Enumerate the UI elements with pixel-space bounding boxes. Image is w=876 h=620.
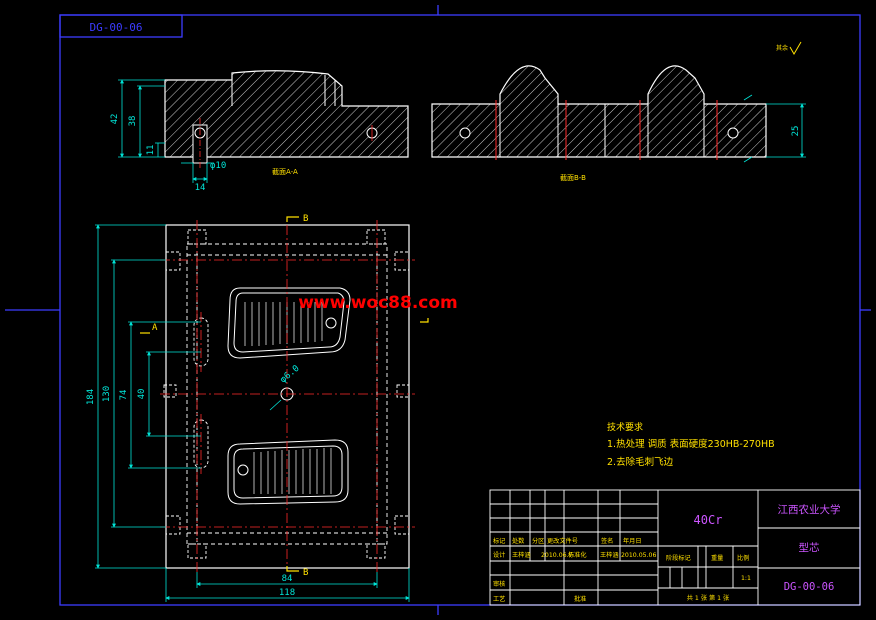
designer-name: 王梓涵 <box>512 551 531 559</box>
row-approve: 批准 <box>574 595 586 603</box>
dim-184: 184 <box>86 389 96 405</box>
roughness-label: 其余 <box>776 44 788 52</box>
drawing-frame <box>5 5 871 615</box>
dim-74: 74 <box>119 390 129 401</box>
cut-marker-a: A <box>152 323 158 333</box>
hdr-stage: 阶段标记 <box>666 554 691 562</box>
dim-40: 40 <box>137 389 147 400</box>
section-b-hole-right <box>727 127 739 139</box>
cavity-bottom-ribs <box>253 448 332 494</box>
dim-phi6: φ6.0 <box>279 364 302 386</box>
tech-line-2: 2.去除毛刺飞边 <box>607 456 674 468</box>
cut-marker-b-top: B <box>303 214 308 224</box>
section-a-body <box>164 70 409 158</box>
row-process: 工艺 <box>493 595 505 603</box>
dim-118: 118 <box>279 588 295 598</box>
dim-84: 84 <box>282 574 293 584</box>
section-b-body <box>431 65 767 158</box>
watermark: www.woc88.com <box>298 293 458 313</box>
cavity-bottom-pin <box>237 464 249 476</box>
cavity-top-pin <box>325 317 337 329</box>
tech-title: 技术要求 <box>607 421 643 433</box>
cavity-bottom <box>227 439 349 505</box>
dim-25: 25 <box>791 126 801 137</box>
cavity-top-ribs <box>244 302 323 346</box>
cut-marker-b-bottom: B <box>303 568 308 578</box>
tech-line-1: 1.热处理 调质 表面硬度230HB-270HB <box>607 438 775 450</box>
material: 40Cr <box>694 513 723 527</box>
dim-11: 11 <box>146 145 156 156</box>
cut-plane-markers <box>140 216 429 572</box>
title-block <box>489 489 861 606</box>
hdr-date: 年月日 <box>623 537 642 545</box>
section-b-dimensions <box>743 94 806 163</box>
dim-42: 42 <box>110 114 120 125</box>
hdr-scale: 比例 <box>737 554 749 562</box>
section-a-title: 截面A-A <box>272 167 298 176</box>
sheet-count: 共 1 张 第 1 张 <box>687 594 730 602</box>
school-name: 江西农业大学 <box>778 503 841 516</box>
code-box-top: DG-00-06 <box>90 21 143 34</box>
plan-dimensions <box>95 224 410 602</box>
section-a-dimensions <box>118 79 214 183</box>
cavity-top <box>227 287 351 359</box>
section-b-hole-left <box>459 127 471 139</box>
dim-38: 38 <box>128 116 138 127</box>
hdr-weight: 重量 <box>711 554 723 562</box>
plan-view <box>160 220 415 572</box>
dim-phi10: φ10 <box>210 161 226 171</box>
row-standard: 标准化 <box>568 551 587 559</box>
plan-outline <box>165 224 410 569</box>
scale-value: 1:1 <box>741 575 751 582</box>
design-date: 2010.06.7 <box>541 552 573 559</box>
drawing-code: DG-00-06 <box>784 581 835 593</box>
row-design: 设计 <box>493 551 505 559</box>
part-name: 型芯 <box>799 541 820 554</box>
hdr-mark: 标记 <box>493 537 505 545</box>
roughness-symbol <box>789 41 802 55</box>
section-b-b-view <box>431 65 767 160</box>
row-review: 审核 <box>493 580 505 588</box>
std-name: 王梓涵 <box>600 551 619 559</box>
hdr-zone: 分区 <box>532 537 544 545</box>
hdr-doc: 更改文件号 <box>547 537 578 545</box>
section-b-title: 截面B-B <box>560 173 586 182</box>
plan-centerlines <box>160 220 415 572</box>
dim-130: 130 <box>102 386 112 402</box>
dim-14: 14 <box>195 183 206 193</box>
std-date: 2010.05.06 <box>621 552 656 559</box>
section-a-a-view <box>164 70 409 170</box>
hdr-count: 处数 <box>512 537 525 545</box>
hdr-sign: 签名 <box>601 537 613 545</box>
